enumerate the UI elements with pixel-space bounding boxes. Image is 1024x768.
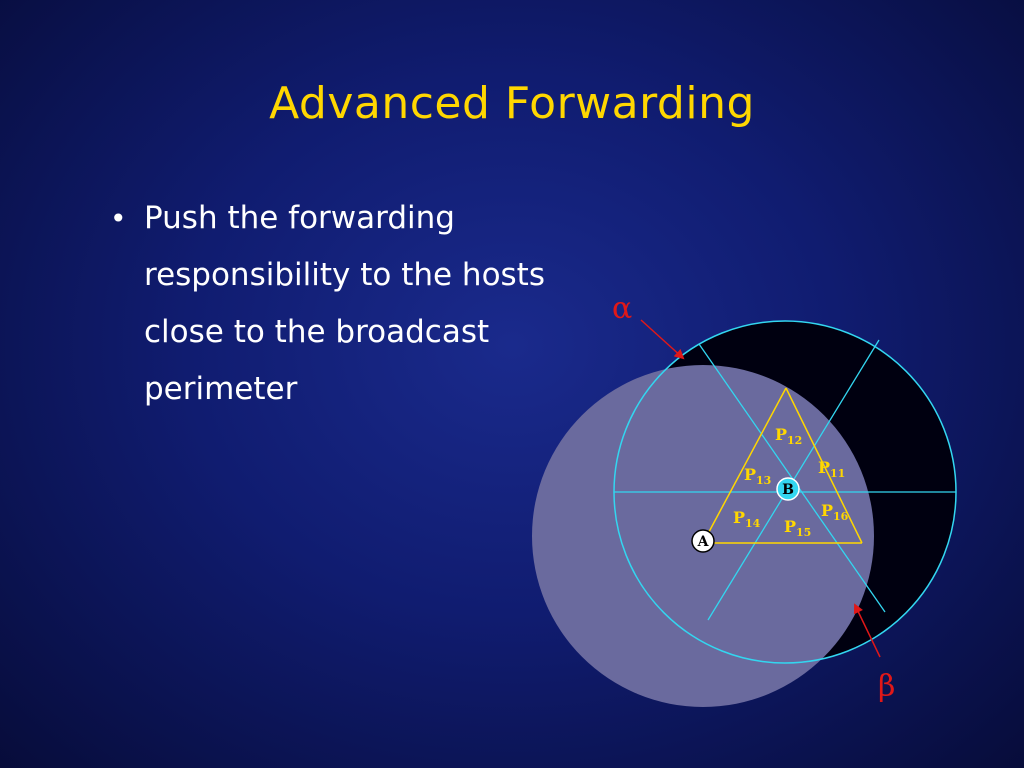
bullet-dot-icon: • <box>110 202 127 235</box>
bullet-text: Push the forwarding responsibility to th… <box>144 200 545 407</box>
region-label-p14: P14 <box>733 508 761 530</box>
node-a-label: A <box>697 534 710 550</box>
triangle-edge-right <box>785 387 863 544</box>
alpha-label: α <box>612 291 632 326</box>
triangle-lines <box>702 387 863 544</box>
bullet-item: • Push the forwarding responsibility to … <box>110 190 550 418</box>
region-labels: P12 P11 P13 P16 P14 P15 <box>733 425 849 539</box>
region-label-p15: P15 <box>784 517 811 539</box>
beta-label: β <box>878 669 895 704</box>
region-label-p12: P12 <box>775 425 802 447</box>
triangle-edge-left <box>702 387 787 544</box>
alpha-arrow <box>640 319 685 360</box>
region-label-p11: P11 <box>818 458 845 480</box>
slide-title: Advanced Forwarding <box>269 78 755 129</box>
node-a <box>691 529 715 553</box>
bullet-list: • Push the forwarding responsibility to … <box>110 190 550 418</box>
region-label-p13: P13 <box>744 465 771 487</box>
region-label-p16: P16 <box>821 501 849 523</box>
node-b-label: B <box>782 482 794 498</box>
node-b <box>776 477 800 501</box>
beta-arrow <box>853 603 881 658</box>
